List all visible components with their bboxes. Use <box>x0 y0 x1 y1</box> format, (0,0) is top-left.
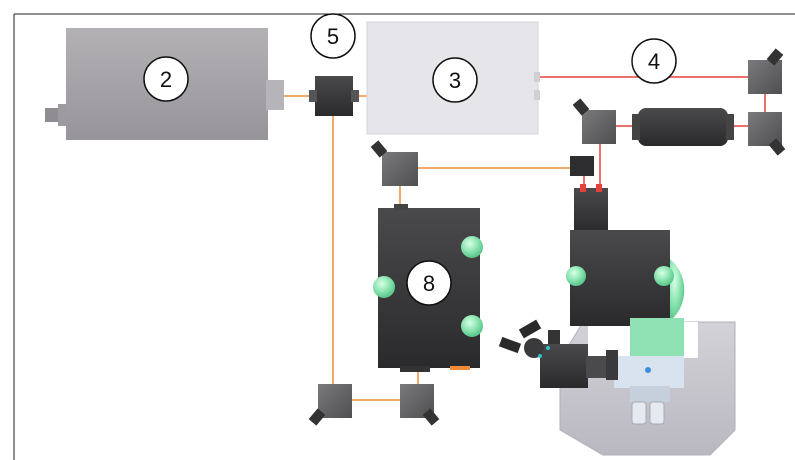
objective-turret <box>614 318 684 425</box>
mirror-mount-left-row <box>572 98 616 144</box>
beam-path-label: 4 <box>631 38 677 84</box>
label-2: 2 <box>160 67 172 92</box>
label-circle-5 <box>310 13 356 59</box>
label-5: 5 <box>327 24 339 49</box>
lens-icon <box>373 276 395 298</box>
mirror-mount-bottom-right <box>400 384 440 426</box>
mirror-mount-right <box>748 112 786 156</box>
beam-splitter: 5 <box>309 13 359 116</box>
small-detector-block <box>570 156 594 176</box>
label-circle-3 <box>432 57 478 103</box>
camera-adapter <box>498 319 618 388</box>
galvo-scanner: 8 <box>373 204 483 372</box>
lens-icon <box>566 266 586 286</box>
label-circle-4 <box>631 38 677 84</box>
label-3: 3 <box>449 68 461 93</box>
lens-icon <box>654 266 674 286</box>
optics-tube <box>632 108 734 146</box>
scan-head-body <box>566 230 674 326</box>
mirror-mount-bottom-left <box>308 384 352 426</box>
lens-icon <box>461 315 483 337</box>
label-circle-8 <box>406 260 452 306</box>
mirror-mount-scanner-top <box>370 140 418 186</box>
lens-icon <box>461 236 483 258</box>
modulator: 3 <box>366 21 540 135</box>
label-4: 4 <box>648 49 660 74</box>
laser-source: 2 <box>45 28 284 140</box>
green-dichroic-dome <box>668 258 685 322</box>
label-circle-2 <box>143 56 189 102</box>
label-8: 8 <box>423 271 435 296</box>
mirror-mount-top-right <box>748 48 784 94</box>
scan-head-top <box>574 184 608 232</box>
